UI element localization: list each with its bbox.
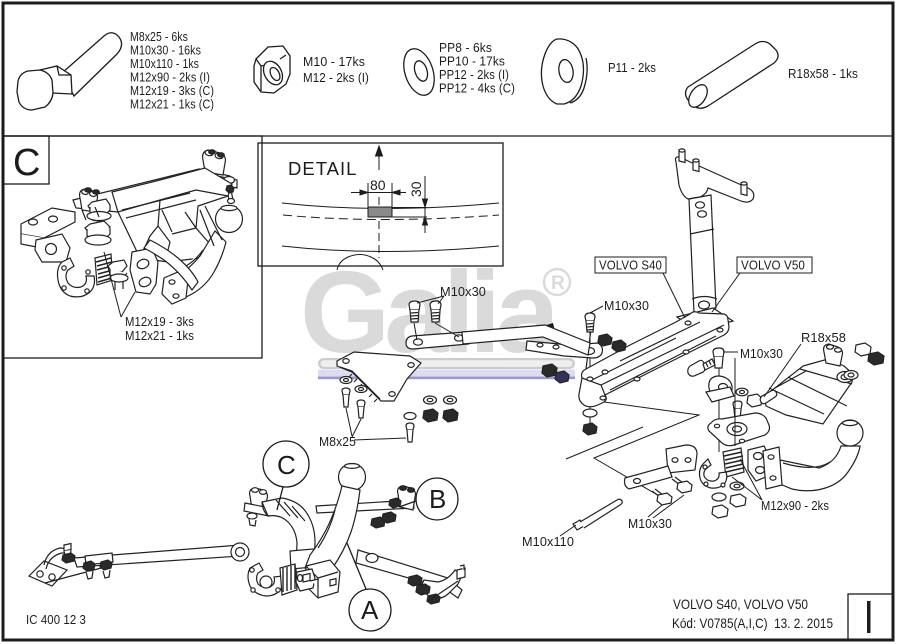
svg-text:M10x30: M10x30 xyxy=(628,517,672,531)
svg-text:M8x25 - 6ks: M8x25 - 6ks xyxy=(130,30,188,44)
svg-text:30: 30 xyxy=(408,181,424,197)
svg-text:PP8 - 6ks: PP8 - 6ks xyxy=(439,41,492,55)
svg-text:VOLVO S40: VOLVO S40 xyxy=(599,259,662,273)
svg-text:M12x19 - 3ks: M12x19 - 3ks xyxy=(125,315,194,329)
svg-text:80: 80 xyxy=(370,177,386,193)
svg-text:DETAIL: DETAIL xyxy=(288,158,357,179)
svg-text:M10 - 17ks: M10 - 17ks xyxy=(303,55,365,69)
svg-text:PP12 - 4ks (C): PP12 - 4ks (C) xyxy=(439,82,515,96)
svg-text:M10x110 - 1ks: M10x110 - 1ks xyxy=(130,57,199,71)
svg-text:Kód: V0785(A,I,C) 13. 2. 2015: Kód: V0785(A,I,C) 13. 2. 2015 xyxy=(672,615,833,631)
svg-text:B: B xyxy=(429,484,446,514)
svg-text:M10x110: M10x110 xyxy=(522,535,574,549)
svg-text:M12x90 - 2ks: M12x90 - 2ks xyxy=(761,499,829,513)
svg-text:M12x19 - 3ks (C): M12x19 - 3ks (C) xyxy=(130,84,214,98)
svg-text:P11 - 2ks: P11 - 2ks xyxy=(608,61,656,75)
svg-text:VOLVO V50: VOLVO V50 xyxy=(741,259,805,273)
svg-text:M10x30: M10x30 xyxy=(740,347,783,361)
svg-text:IC 400 12 3: IC 400 12 3 xyxy=(26,613,86,627)
svg-text:M12x21 - 1ks (C): M12x21 - 1ks (C) xyxy=(130,98,214,112)
svg-text:R: R xyxy=(551,273,565,294)
svg-text:C: C xyxy=(277,450,296,480)
svg-text:M10x30: M10x30 xyxy=(440,285,486,299)
svg-text:R18x58: R18x58 xyxy=(801,331,846,345)
svg-text:M12x21 - 1ks: M12x21 - 1ks xyxy=(125,329,194,343)
svg-text:M10x30: M10x30 xyxy=(604,299,649,313)
svg-text:R18x58 - 1ks: R18x58 - 1ks xyxy=(788,67,858,81)
svg-text:M10x30 - 16ks: M10x30 - 16ks xyxy=(130,44,201,58)
svg-text:A: A xyxy=(361,595,379,625)
svg-text:PP10 - 17ks: PP10 - 17ks xyxy=(439,55,505,69)
svg-text:C: C xyxy=(13,142,40,184)
svg-text:VOLVO S40, VOLVO V50: VOLVO S40, VOLVO V50 xyxy=(673,596,808,612)
svg-text:M12x90 - 2ks (I): M12x90 - 2ks (I) xyxy=(130,71,210,85)
svg-text:M8x25: M8x25 xyxy=(319,435,356,449)
svg-text:PP12 - 2ks (I): PP12 - 2ks (I) xyxy=(439,68,509,82)
svg-text:M12 - 2ks (I): M12 - 2ks (I) xyxy=(303,71,369,85)
